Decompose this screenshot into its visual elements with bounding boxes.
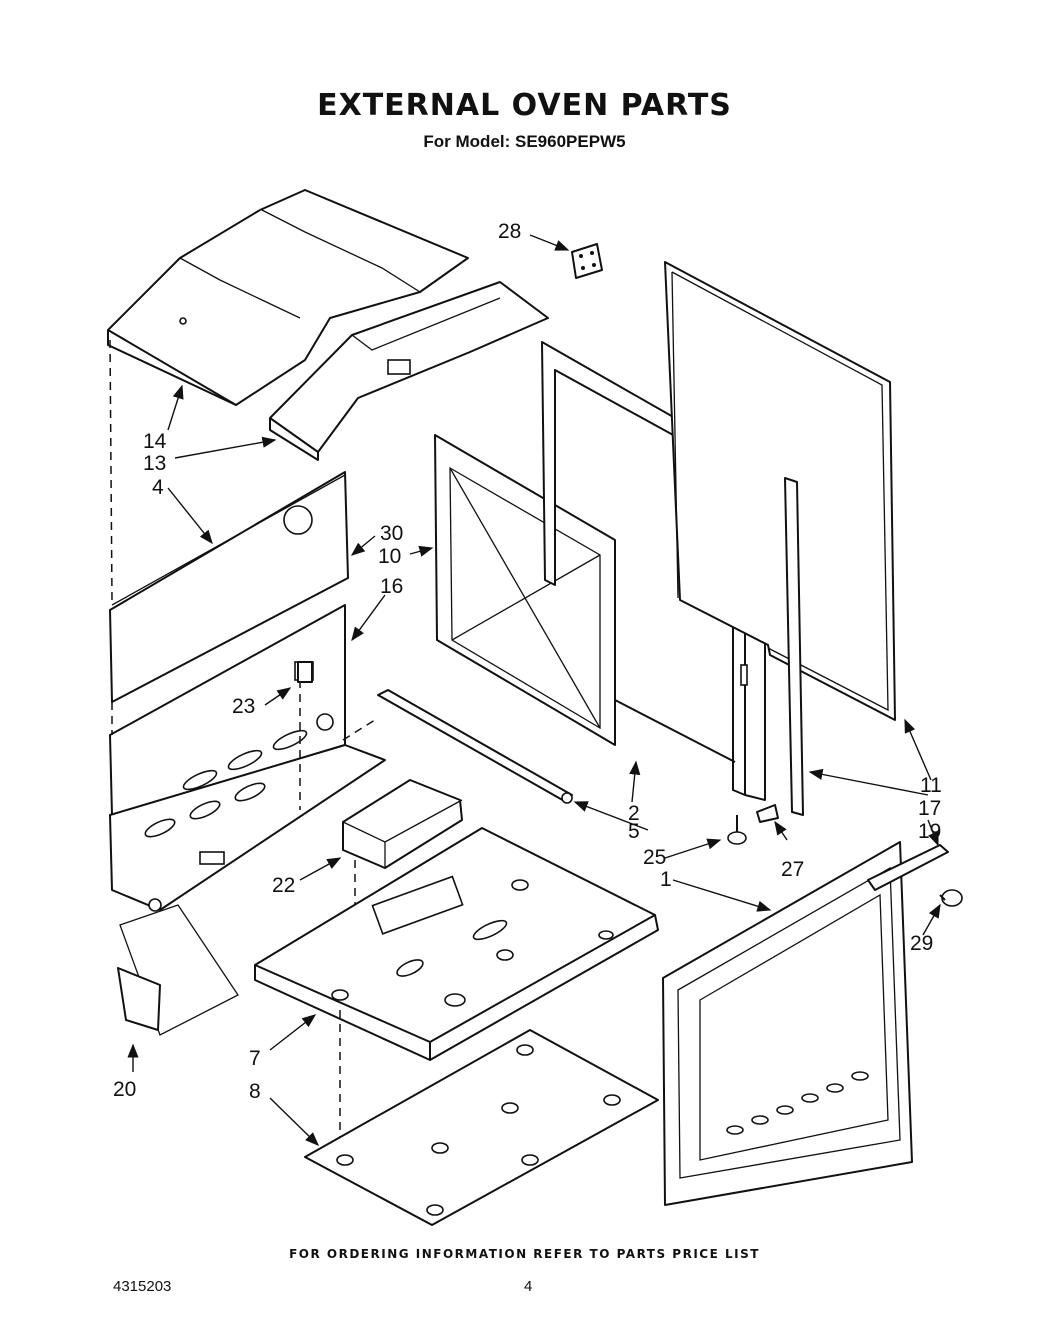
callout-10: 10 bbox=[378, 545, 401, 568]
callout-28: 28 bbox=[498, 220, 521, 243]
ordering-note: FOR ORDERING INFORMATION REFER TO PARTS … bbox=[289, 1247, 760, 1261]
base-frame bbox=[109, 744, 386, 912]
callout-14: 14 bbox=[143, 430, 167, 453]
part-22-box-cover bbox=[342, 779, 463, 869]
part-5-rail bbox=[377, 689, 573, 804]
callout-19-label: 19 bbox=[918, 820, 941, 843]
part-1-front-door bbox=[662, 841, 913, 1206]
callout-1: 1 bbox=[660, 868, 672, 891]
part-7-bottom-tray bbox=[254, 827, 659, 1061]
callout-13: 13 bbox=[143, 452, 166, 475]
callout-27: 27 bbox=[781, 858, 804, 881]
callout-8: 8 bbox=[249, 1080, 261, 1103]
page-number: 4 bbox=[524, 1278, 533, 1295]
callout-29: 29 bbox=[910, 932, 933, 955]
part-13-vent-duct bbox=[269, 281, 549, 461]
part-11-outer-panel bbox=[664, 261, 896, 721]
part-29-knob bbox=[939, 889, 963, 907]
part-23-bracket bbox=[297, 661, 313, 683]
part-20-bracket bbox=[117, 904, 239, 1036]
callout-11: 11 bbox=[920, 774, 942, 797]
part-27-clip bbox=[756, 804, 779, 823]
diagram-title: EXTERNAL OVEN PARTS bbox=[317, 88, 732, 123]
part-19-handle bbox=[867, 844, 949, 891]
model-subtitle: For Model: SE960PEPW5 bbox=[423, 132, 626, 151]
part-14-top-cover bbox=[107, 189, 469, 406]
part-25-screw bbox=[727, 815, 747, 845]
callout-5: 5 bbox=[628, 820, 640, 843]
part-28-hinge-bracket bbox=[571, 243, 603, 279]
callout-25: 25 bbox=[643, 846, 666, 869]
part-8-floor-panel bbox=[304, 1029, 659, 1226]
callout-16: 16 bbox=[380, 575, 403, 598]
callout-4: 4 bbox=[152, 476, 164, 499]
callout-22: 22 bbox=[272, 874, 295, 897]
callout-23: 23 bbox=[232, 695, 255, 718]
callout-17: 17 bbox=[918, 797, 941, 820]
document-number: 4315203 bbox=[113, 1278, 172, 1295]
part-17-side-strip bbox=[784, 477, 804, 816]
part-10-inner-panel bbox=[434, 434, 616, 746]
callout-2: 2 bbox=[628, 802, 640, 825]
callout-7: 7 bbox=[249, 1047, 261, 1070]
part-4-front-rail bbox=[109, 471, 349, 703]
callout-30: 30 bbox=[380, 522, 403, 545]
callout-20: 20 bbox=[113, 1078, 136, 1101]
